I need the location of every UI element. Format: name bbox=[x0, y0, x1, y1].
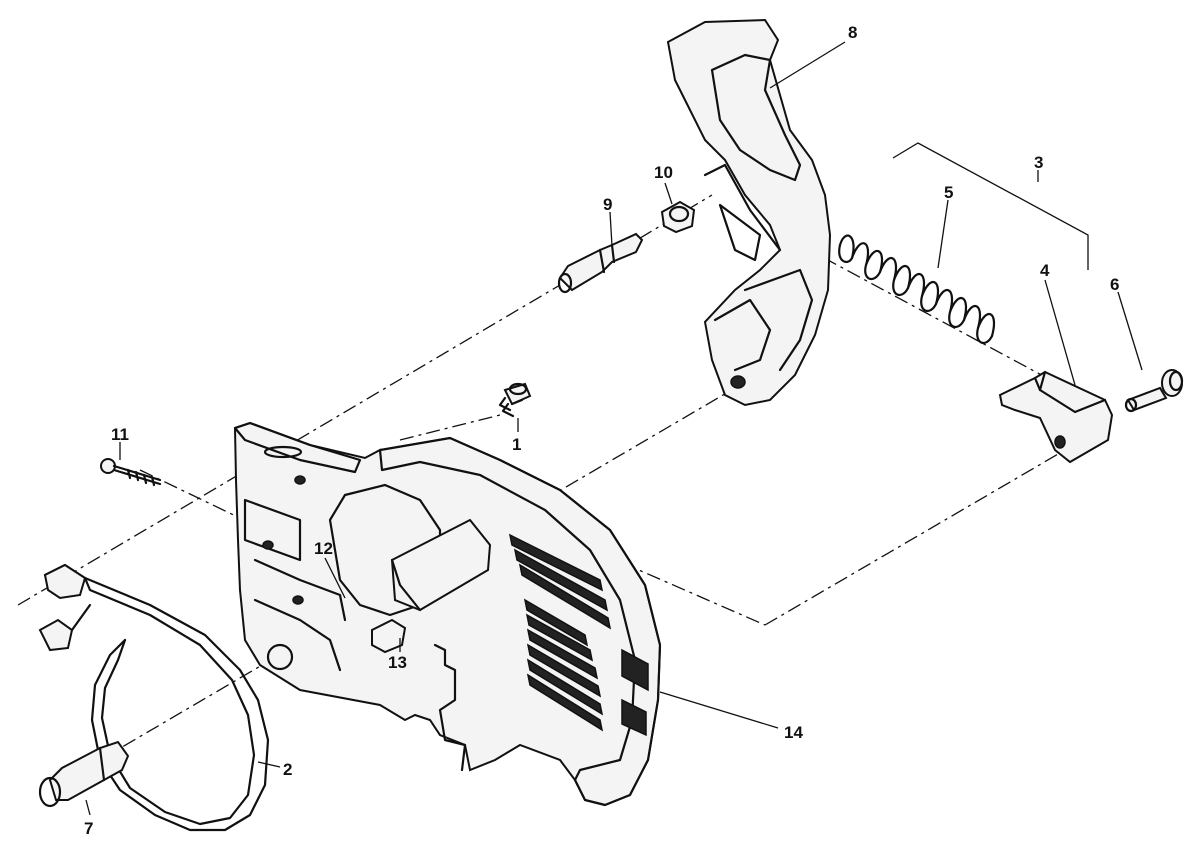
screw-small bbox=[498, 382, 532, 418]
centerline-latch-a bbox=[374, 454, 766, 626]
callout-6: 6 bbox=[1110, 275, 1119, 294]
centerline-pin bbox=[17, 284, 561, 606]
anchor-pin bbox=[38, 740, 130, 808]
spring bbox=[838, 234, 995, 345]
callout-labels: 8 3 5 4 6 10 9 1 11 12 13 14 2 7 bbox=[84, 23, 1119, 838]
callout-8: 8 bbox=[848, 23, 857, 42]
callout-12: 12 bbox=[314, 539, 333, 558]
assembly-bracket bbox=[892, 142, 1089, 270]
callout-5: 5 bbox=[944, 183, 953, 202]
latch bbox=[998, 370, 1114, 464]
callout-1: 1 bbox=[512, 435, 521, 454]
centerline-screw-1 bbox=[399, 414, 501, 441]
callout-leaders bbox=[85, 41, 1143, 816]
screw-long bbox=[100, 458, 162, 487]
callout-13: 13 bbox=[388, 653, 407, 672]
callout-10: 10 bbox=[654, 163, 673, 182]
callout-7: 7 bbox=[84, 819, 93, 838]
callout-2: 2 bbox=[283, 760, 292, 779]
brake-band bbox=[38, 563, 270, 832]
centerline-spring bbox=[799, 244, 1061, 386]
clutch-cover bbox=[233, 421, 662, 807]
pivot-hole bbox=[730, 375, 746, 389]
pivot-pin bbox=[557, 232, 644, 294]
callout-14: 14 bbox=[784, 723, 803, 742]
shoulder-screw bbox=[1124, 369, 1184, 413]
callout-3: 3 bbox=[1034, 153, 1043, 172]
centerline-pivot bbox=[99, 387, 736, 761]
callout-4: 4 bbox=[1040, 261, 1050, 280]
callout-11: 11 bbox=[111, 425, 129, 444]
bushing bbox=[660, 200, 696, 234]
callout-9: 9 bbox=[603, 195, 612, 214]
centerline-latch-b bbox=[764, 449, 1066, 626]
